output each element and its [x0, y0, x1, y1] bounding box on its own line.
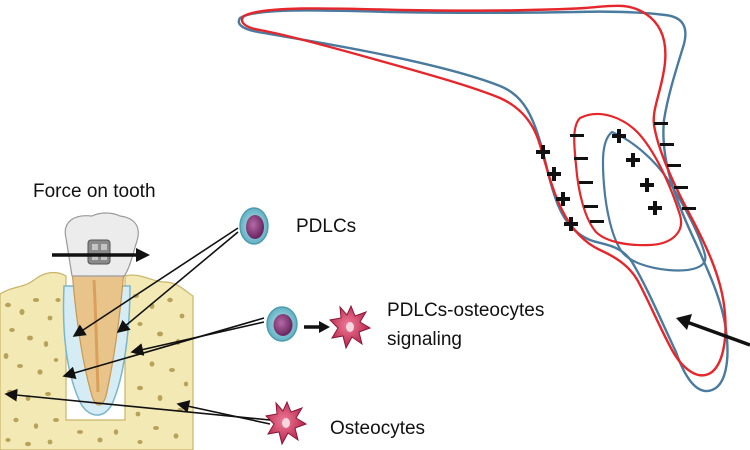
osteocytes-label: Osteocytes — [330, 418, 426, 439]
pointer-line — [62, 317, 265, 380]
pointer-line — [4, 388, 271, 421]
plus-icon — [648, 201, 662, 215]
minus-icon — [590, 220, 604, 223]
signaling-label-line2: signaling — [387, 329, 462, 350]
minus-icon — [574, 157, 588, 160]
minus-icon — [667, 164, 681, 167]
plus-icon — [564, 217, 578, 231]
compression-plus-signs — [536, 129, 662, 231]
right-force-arrow — [676, 314, 750, 347]
outline-blue-tooth — [237, 9, 729, 393]
plus-icon — [547, 167, 561, 181]
plus-icon — [612, 129, 626, 143]
minus-icon — [579, 181, 593, 184]
signaling-arrow — [304, 321, 330, 333]
osteocyte-cell-icon — [264, 400, 308, 446]
outline-red-inner — [573, 113, 683, 247]
minus-icon — [660, 143, 674, 146]
pdlcs-label: PDLCs — [296, 216, 357, 237]
force-on-tooth-label: Force on tooth — [33, 181, 156, 202]
minus-icon — [674, 186, 688, 189]
minus-icon — [570, 134, 584, 137]
signaling-label-line1: PDLCs-osteocytes — [387, 300, 545, 321]
root-canal — [92, 279, 100, 393]
osteocyte-cell-icon — [328, 304, 372, 350]
outline-red-tooth — [240, 4, 727, 377]
pdlc-cell-icon — [239, 207, 269, 245]
plus-icon — [626, 153, 640, 167]
pointer-line — [130, 321, 265, 356]
plus-icon — [536, 145, 550, 159]
minus-icon — [654, 122, 668, 125]
plus-icon — [556, 192, 570, 206]
pointer-line — [72, 227, 239, 337]
pdlc-cell-icon — [266, 306, 298, 342]
orthodontic-bracket-icon — [87, 239, 111, 265]
pointer-lines — [4, 227, 271, 425]
pointer-line — [176, 400, 271, 425]
minus-icon — [584, 205, 598, 208]
force-arrow — [52, 248, 150, 262]
tooth-outline-superimposition — [237, 4, 729, 393]
plus-icon — [640, 178, 654, 192]
pointer-line — [116, 231, 239, 334]
minus-icon — [682, 207, 696, 210]
tension-minus-signs — [570, 122, 696, 223]
tooth-in-bone-illustration — [0, 212, 194, 450]
